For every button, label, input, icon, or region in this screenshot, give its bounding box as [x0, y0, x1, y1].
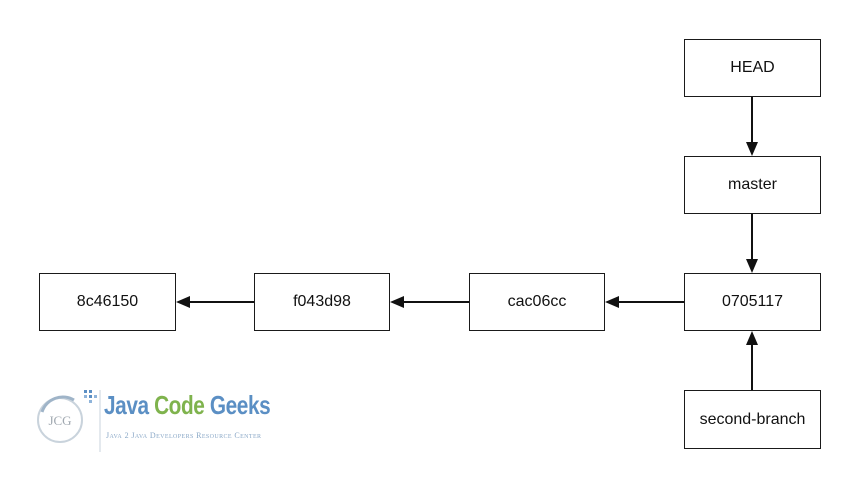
emblem-text: JCG	[48, 413, 71, 428]
node-commit-8c46150: 8c46150	[39, 273, 176, 331]
arrowhead-0705117-top	[746, 259, 758, 273]
node-head: HEAD	[684, 39, 821, 97]
node-commit-0705117: 0705117	[684, 273, 821, 331]
arrowhead-cac06cc	[605, 296, 619, 308]
logo-title: Java Code Geeks	[104, 390, 271, 421]
arrowhead-8c46150	[176, 296, 190, 308]
node-second-branch: second-branch	[684, 390, 821, 449]
arrowhead-f043d98	[390, 296, 404, 308]
java-code-geeks-logo: JCG Java Code Geeks Java 2 Java Develope…	[34, 384, 284, 456]
node-commit-cac06cc: cac06cc	[469, 273, 605, 331]
logo-word-java: Java	[104, 390, 149, 420]
logo-word-geeks: Geeks	[209, 390, 271, 420]
logo-word-code: Code	[154, 390, 205, 420]
jcg-emblem-icon: JCG	[37, 390, 101, 452]
arrowhead-0705117-bottom	[746, 331, 758, 345]
arrowhead-master	[746, 142, 758, 156]
node-commit-f043d98: f043d98	[254, 273, 390, 331]
node-master: master	[684, 156, 821, 214]
logo-tagline: Java 2 Java Developers Resource Center	[106, 431, 262, 440]
